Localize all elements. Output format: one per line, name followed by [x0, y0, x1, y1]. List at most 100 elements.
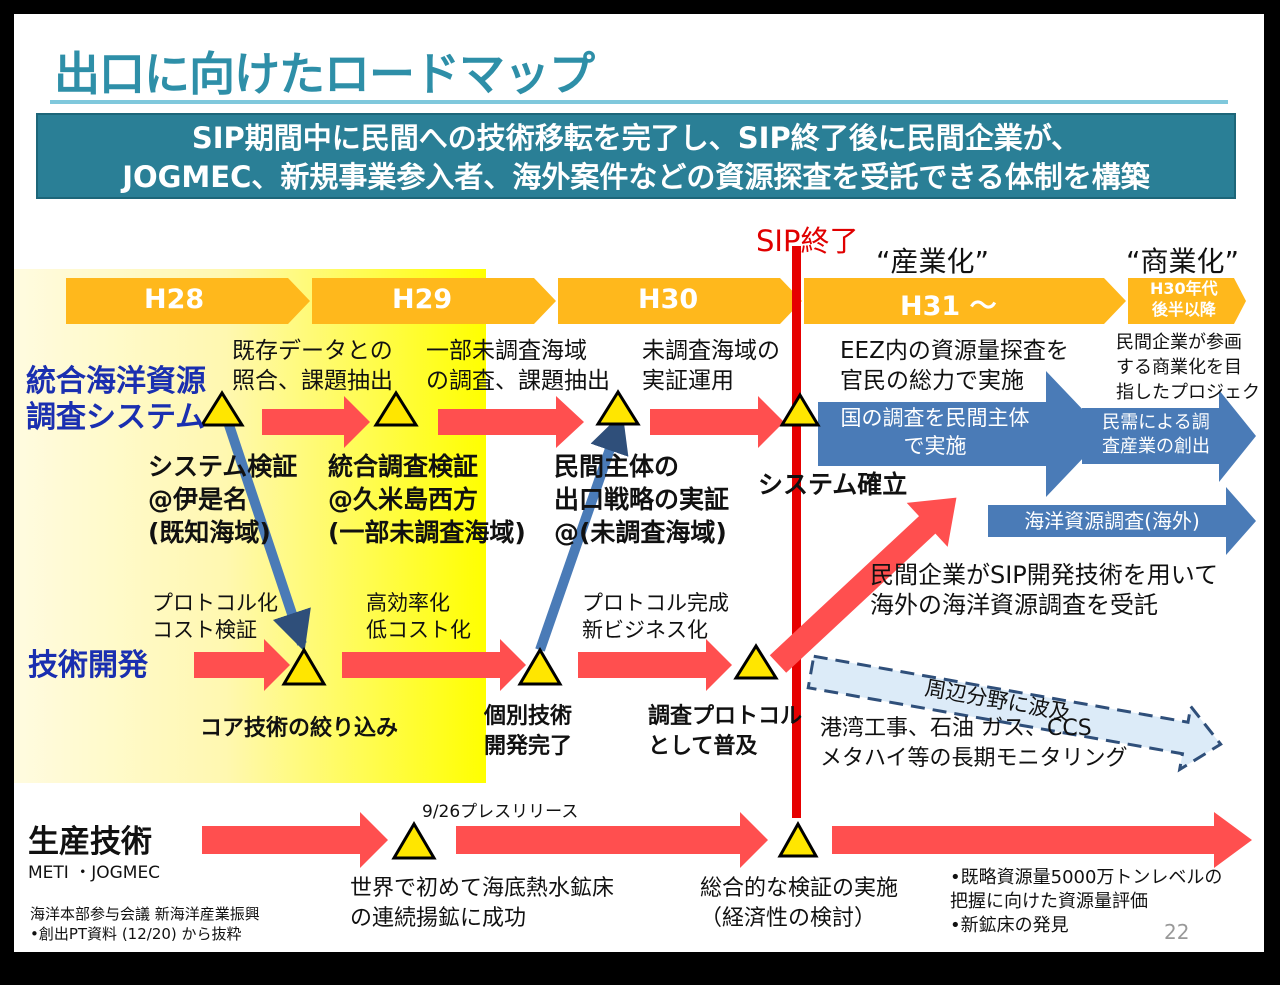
blue-arrow-public-label: 国の調査を民間主体 で実施 [826, 404, 1044, 460]
timeline-chevron-h30 [558, 278, 802, 324]
spread-description-line-1: 港湾工事、石油 ガス、CCS [820, 716, 1092, 741]
timeline-chevron-later [1128, 278, 1246, 324]
blue-arrow-private-line-2: 査産業の創出 [1102, 436, 1210, 457]
timeline-later-line-1: H30年代 [1150, 279, 1218, 298]
timeline-later: H30年代 後半以降 [1150, 278, 1218, 320]
blue-arrow-private [1082, 390, 1256, 482]
system-task-3-line-2: 実証運用 [642, 368, 734, 394]
system-milestone-2: 統合調査検証 @久米島西方 (一部未調査海域) [328, 450, 526, 549]
milestone-system-1 [199, 390, 245, 427]
overseas-note-line-2: 海外の海洋資源調査を受託 [870, 591, 1158, 619]
connector-up [535, 412, 629, 652]
title-underline [50, 100, 1228, 104]
overseas-note-line-1: 民間企業がSIP開発技術を用いて [870, 561, 1219, 589]
milestone-system-4 [779, 392, 821, 427]
source-note-line-2: •創出PT資料 (12/20) から抜粋 [30, 925, 242, 943]
system-task-5-line-1: 民間企業が参画 [1116, 332, 1242, 353]
system-milestone-2-line-2: @久米島西方 [328, 485, 479, 514]
row-label-system-line-1: 統合海洋資源 [26, 364, 206, 399]
tech-task-2-line-2: 低コスト化 [366, 618, 471, 642]
tech-milestone-2-line-2: 開発完了 [484, 734, 573, 759]
system-task-4-line-1: EEZ内の資源量探査を [840, 338, 1069, 364]
spread-description-line-2: メタハイ等の長期モニタリング [820, 746, 1128, 771]
system-task-1-line-1: 既存データとの [232, 338, 393, 364]
milestone-system-2 [373, 390, 419, 427]
prod-milestone-2-line-2: （経済性の検討） [700, 906, 877, 931]
milestone-prod-2 [777, 820, 819, 858]
h28-h29-highlight [14, 269, 486, 783]
prod-milestone-2-line-1: 総合的な検証の実施 [700, 876, 899, 901]
row-label-production-sub: METI ・JOGMEC [28, 863, 161, 883]
system-task-3-line-1: 未調査海域の [642, 338, 780, 364]
system-milestone-4: システム確立 [758, 470, 908, 499]
system-task-5-line-2: する商業化を目 [1116, 357, 1242, 378]
prod-arrow-3 [832, 812, 1252, 868]
system-milestone-1-line-3: (既知海域) [148, 518, 271, 547]
prod-arrow-1 [202, 812, 388, 868]
prod-milestone-1-line-1: 世界で初めて海底熱水鉱床 [350, 876, 615, 901]
prod-milestone-1: 世界で初めて海底熱水鉱床 の連続揚鉱に成功 [350, 874, 614, 934]
row-label-tech: 技術開発 [28, 648, 148, 683]
row-label-production: 生産技術 [28, 824, 152, 860]
tech-task-1: プロトコル化 コスト検証 [152, 590, 278, 644]
spread-description: 港湾工事、石油 ガス、CCS メタハイ等の長期モニタリング [820, 714, 1128, 774]
timeline-h28: H28 [144, 284, 205, 315]
blue-arrow-public-line-1: 国の調査を民間主体 [840, 406, 1030, 430]
timeline-h29: H29 [392, 284, 453, 315]
tech-task-3: プロトコル完成 新ビジネス化 [582, 590, 729, 644]
system-task-5: 民間企業が参画 する商業化を目 指したプロジェクト [1116, 330, 1264, 405]
tech-task-3-line-1: プロトコル完成 [582, 591, 729, 615]
system-task-3: 未調査海域の 実証運用 [642, 336, 780, 396]
prod-goal-line-1: •既略資源量5000万トンレベルの [950, 867, 1223, 888]
phase-commercialization: “商業化” [1126, 245, 1240, 278]
system-milestone-1-line-1: システム検証 [148, 452, 298, 481]
timeline-later-line-2: 後半以降 [1151, 300, 1216, 319]
tech-task-3-line-2: 新ビジネス化 [582, 618, 708, 642]
system-arrow-2 [438, 396, 584, 448]
blue-arrow-public-line-2: で実施 [903, 434, 967, 458]
timeline-h30: H30 [638, 284, 699, 315]
system-task-2: 一部未調査海域 の調査、課題抽出 [426, 336, 610, 396]
system-milestone-1-line-2: @伊是名 [148, 485, 249, 514]
source-note-line-1: 海洋本部参与会議 新海洋産業振興 [30, 905, 260, 923]
sip-end-label: SIP終了 [756, 224, 859, 258]
sip-end-line [792, 246, 801, 818]
system-milestone-1: システム検証 @伊是名 (既知海域) [148, 450, 297, 549]
timeline-chevron-h28 [66, 278, 310, 324]
milestone-tech-1 [281, 647, 327, 686]
prod-goal-line-2: 把握に向けた資源量評価 [950, 891, 1148, 912]
press-release-note: 9/26プレスリリース [422, 802, 579, 822]
system-milestone-2-line-1: 統合調査検証 [328, 452, 479, 481]
system-task-2-line-1: 一部未調査海域 [426, 338, 587, 364]
system-task-5-line-3: 指したプロジェクト [1116, 382, 1264, 403]
milestone-system-3 [595, 389, 641, 426]
system-task-1-line-2: 照合、課題抽出 [232, 368, 393, 394]
overseas-diagonal-arrow [769, 497, 957, 673]
page-number: 22 [1164, 920, 1190, 944]
tech-milestone-3-line-2: として普及 [648, 734, 758, 759]
phase-industrialization: “産業化” [876, 245, 990, 278]
tech-arrow-3 [578, 639, 732, 691]
timeline-h31: H31 〜 [900, 291, 997, 322]
prod-milestone-1-line-2: の連続揚鉱に成功 [350, 906, 527, 931]
connector-down [223, 420, 311, 652]
prod-milestone-2: 総合的な検証の実施 （経済性の検討） [700, 874, 898, 934]
tech-task-2: 高効率化 低コスト化 [366, 590, 471, 644]
row-label-system-line-2: 調査システム [26, 400, 206, 435]
tech-task-1-line-1: プロトコル化 [152, 591, 278, 615]
prod-goals: •既略資源量5000万トンレベルの 把握に向けた資源量評価 •新鉱床の発見 [950, 866, 1222, 938]
timeline-chevron-h29 [312, 278, 556, 324]
blue-arrow-private-line-1: 民需による調 [1102, 412, 1210, 433]
blue-arrow-public [818, 371, 1106, 497]
prod-goal-line-3: •新鉱床の発見 [950, 915, 1069, 936]
system-task-1: 既存データとの 照合、課題抽出 [232, 336, 393, 396]
tech-milestone-3-line-1: 調査プロトコル [648, 704, 803, 729]
milestone-tech-2 [517, 647, 563, 686]
tech-task-1-line-2: コスト検証 [152, 618, 257, 642]
system-task-4-line-2: 官民の総力で実施 [840, 368, 1024, 394]
tech-arrow-1 [194, 639, 290, 691]
system-milestone-3: 民間主体の 出口戦略の実証 @(未調査海域) [554, 450, 729, 549]
system-milestone-3-line-3: @(未調査海域) [554, 518, 727, 547]
system-milestone-3-line-2: 出口戦略の実証 [554, 485, 730, 514]
prod-arrow-2 [456, 812, 768, 868]
